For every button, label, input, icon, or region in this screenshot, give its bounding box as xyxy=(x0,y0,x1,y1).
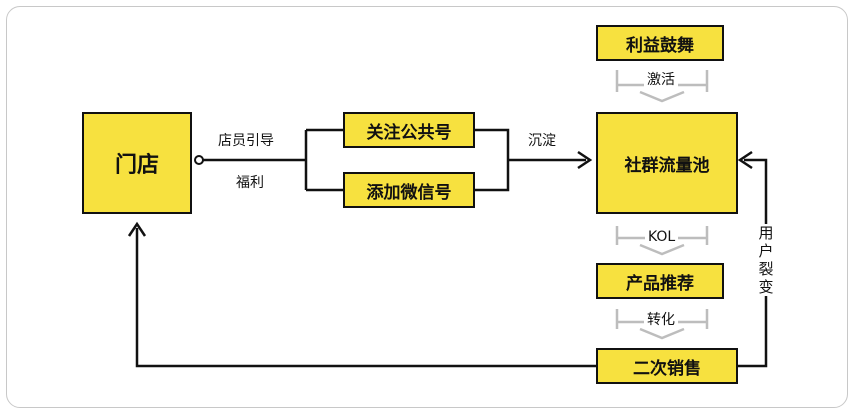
label-convert: 转化 xyxy=(644,312,678,328)
arrowhead-fission xyxy=(737,150,753,170)
node-benefit-incentive: 利益鼓舞 xyxy=(596,25,724,61)
label-user-fission: 用户裂变 xyxy=(758,224,774,296)
connector-merge-bracket xyxy=(475,128,510,192)
connector-return-to-store xyxy=(135,228,596,368)
label-welfare: 福利 xyxy=(236,175,264,191)
node-add-wechat: 添加微信号 xyxy=(343,172,475,208)
arrowhead-to-pool xyxy=(577,150,593,170)
node-product-recommend: 产品推荐 xyxy=(596,263,724,299)
node-store: 门店 xyxy=(82,112,192,214)
node-community-pool: 社群流量池 xyxy=(596,112,738,214)
label-kol: KOL xyxy=(645,229,679,245)
connector-split-bracket xyxy=(304,128,343,192)
node-follow-official: 关注公共号 xyxy=(343,112,475,148)
node-second-sale: 二次销售 xyxy=(596,348,738,384)
connector-start-dot xyxy=(194,155,204,165)
label-activate: 激活 xyxy=(644,72,678,88)
label-settle: 沉淀 xyxy=(528,133,556,149)
arrowhead-to-store xyxy=(127,221,147,237)
label-clerk-guide: 店员引导 xyxy=(218,133,274,149)
diagram-frame xyxy=(6,6,848,408)
